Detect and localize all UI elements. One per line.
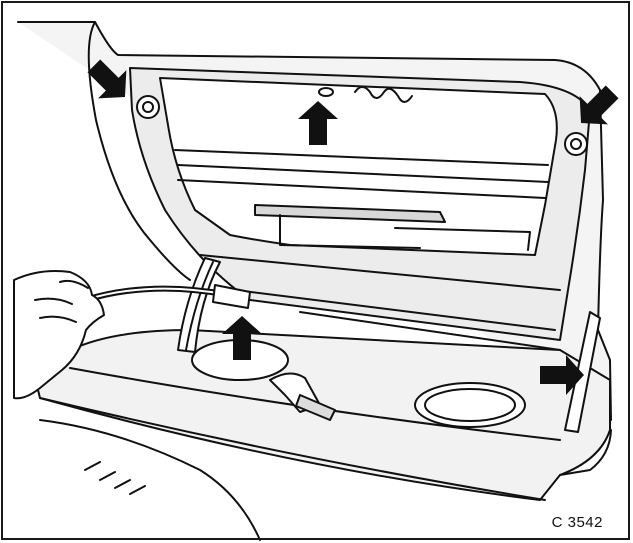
hand: [13, 270, 105, 400]
arrow-top-center-clip: [298, 101, 338, 145]
arrow-hinge-left: [222, 316, 262, 360]
arrow-top-right-screw: [579, 85, 619, 125]
cup-holder-right: [414, 382, 526, 428]
arrow-top-left-screw: [87, 59, 127, 99]
hinge-strap-right: [564, 311, 601, 433]
connector-plug: [212, 284, 251, 309]
screw-left: [136, 95, 160, 119]
arrow-hinge-right: [540, 355, 584, 395]
figure-code-label: C 3542: [551, 514, 603, 531]
clip-top: [318, 87, 334, 97]
screw-right: [564, 132, 588, 156]
